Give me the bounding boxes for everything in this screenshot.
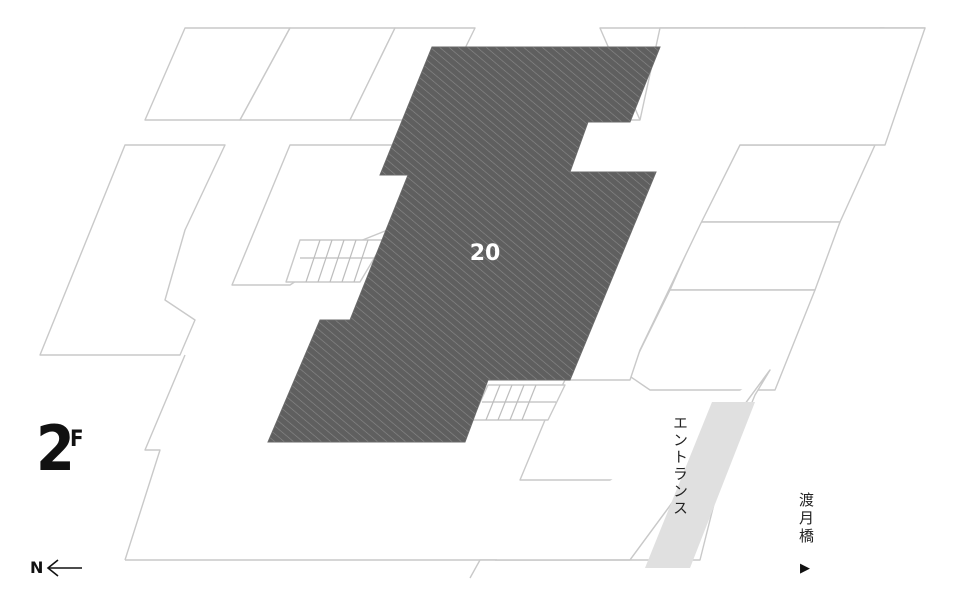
room-stair-west[interactable] bbox=[285, 239, 386, 283]
stairs-west bbox=[300, 239, 380, 283]
floor-suffix: F bbox=[70, 427, 84, 452]
stair-step bbox=[521, 384, 537, 421]
stair-step bbox=[341, 239, 357, 283]
stair-step bbox=[485, 384, 501, 421]
compass-n-label: N bbox=[30, 558, 43, 577]
stairs-south bbox=[471, 384, 566, 421]
stair-step bbox=[317, 239, 333, 283]
entrance-area[interactable] bbox=[645, 402, 755, 568]
stair-step bbox=[353, 239, 369, 283]
floor-number: 2 bbox=[36, 412, 75, 485]
bridge-label: 渡月橋 bbox=[797, 492, 815, 546]
stair-step bbox=[497, 384, 513, 421]
stair-step bbox=[329, 239, 345, 283]
entrance-label: エントランス bbox=[671, 415, 689, 517]
outline-west bbox=[124, 354, 186, 561]
north-compass: N bbox=[30, 558, 82, 577]
stair-step bbox=[305, 239, 321, 283]
bridge-arrow-icon: ▶ bbox=[800, 561, 810, 576]
room-west-large[interactable] bbox=[39, 144, 226, 356]
compass-arrow-head bbox=[46, 559, 59, 577]
area-20-label: 20 bbox=[470, 241, 501, 266]
highlighted-area-20[interactable] bbox=[267, 46, 661, 443]
stair-step bbox=[509, 384, 525, 421]
